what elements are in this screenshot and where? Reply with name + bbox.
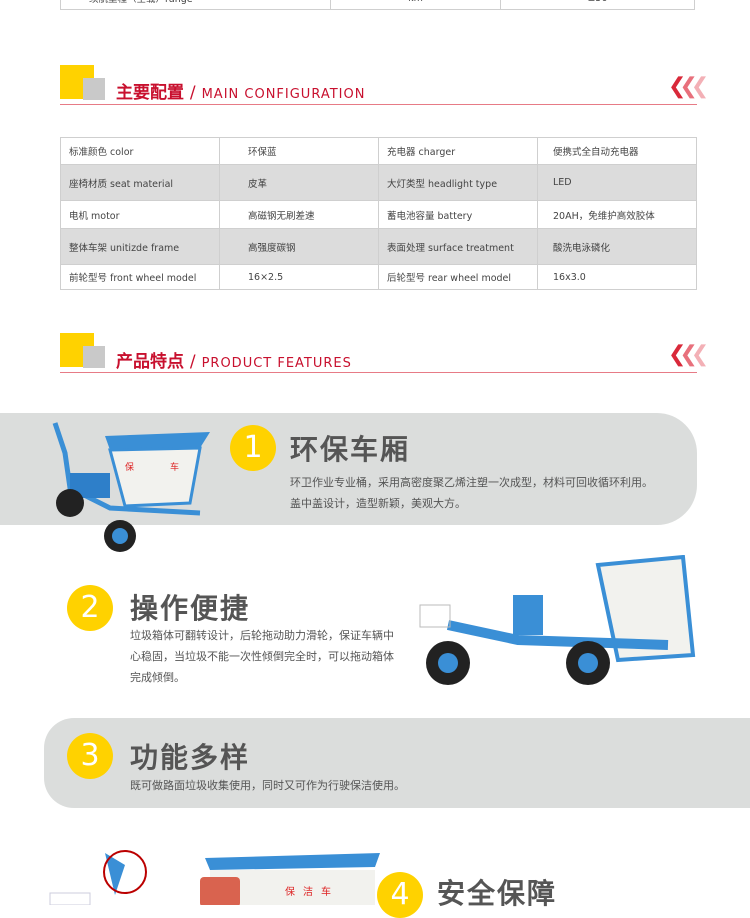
divider <box>60 372 697 373</box>
cell: 前轮型号 front wheel model <box>60 264 220 290</box>
cell: 16×2.5 <box>219 264 379 290</box>
cell: km <box>330 0 501 10</box>
cell: 便携式全自动充电器 <box>537 137 697 165</box>
feature-description: 环卫作业专业桶，采用高密度聚乙烯注塑一次成型，材料可回收循环利用。盖中盖设计，造… <box>290 476 653 510</box>
svg-text:保洁车: 保洁车 <box>285 885 339 898</box>
feature-title: 环保车厢 <box>290 433 411 466</box>
gray-square-icon <box>83 346 105 368</box>
cell: 大灯类型 headlight type <box>378 164 538 201</box>
safety-tricycle-image: 保洁车 <box>49 850 380 905</box>
feature-title: 安全保障 <box>437 877 558 910</box>
cell: 16x3.0 <box>537 264 697 290</box>
svg-text:保: 保 <box>125 461 134 473</box>
svg-text:车: 车 <box>170 461 179 473</box>
divider <box>60 104 697 105</box>
cell: 整体车架 unitizde frame <box>60 228 220 265</box>
cell: 酸洗电泳磷化 <box>537 228 697 265</box>
feature-title: 功能多样 <box>130 741 251 774</box>
cell: 皮革 <box>219 164 379 201</box>
cell: 高强度碳钢 <box>219 228 379 265</box>
cell: 标准颜色 color <box>60 137 220 165</box>
spec-table-remnant: 续航里程（空载）rangekm≥50 <box>60 0 695 10</box>
cell: 座椅材质 seat material <box>60 164 220 201</box>
tipping-tricycle-image <box>419 555 696 685</box>
section-title: 产品特点 / PRODUCT FEATURES <box>116 352 352 372</box>
section-title: 主要配置 / MAIN CONFIGURATION <box>116 83 366 103</box>
feature-title: 操作便捷 <box>130 592 251 625</box>
feature-band-3 <box>44 718 750 808</box>
cell: 20AH，免维护高效胶体 <box>537 200 697 229</box>
feature-number-badge: 1 <box>230 425 276 471</box>
feature-number-badge: 3 <box>67 733 113 779</box>
cell: 充电器 charger <box>378 137 538 165</box>
chevrons-icon: ❮❮❮ <box>668 342 710 367</box>
feature-description: 垃圾箱体可翻转设计，后轮拖动助力滑轮，保证车辆中心稳固，当垃圾不能一次性倾倒完全… <box>130 629 394 684</box>
feature-number-badge: 4 <box>377 872 423 918</box>
chevrons-icon: ❮❮❮ <box>668 74 710 99</box>
feature-description: 既可做路面垃圾收集使用，同时又可作为行驶保洁使用。 <box>130 779 405 792</box>
cell: 表面处理 surface treatment <box>378 228 538 265</box>
cell: 高磁钢无刷差速 <box>219 200 379 229</box>
cell: 电机 motor <box>60 200 220 229</box>
cell: ≥50 <box>500 0 695 10</box>
cell: 环保蓝 <box>219 137 379 165</box>
cell: LED <box>537 164 697 201</box>
cell: 蓄电池容量 battery <box>378 200 538 229</box>
cell: 续航里程（空载）range <box>60 0 331 10</box>
cell: 后轮型号 rear wheel model <box>378 264 538 290</box>
garbage-tricycle-image: 保车 <box>52 422 210 552</box>
feature-number-badge: 2 <box>67 585 113 631</box>
gray-square-icon <box>83 78 105 100</box>
